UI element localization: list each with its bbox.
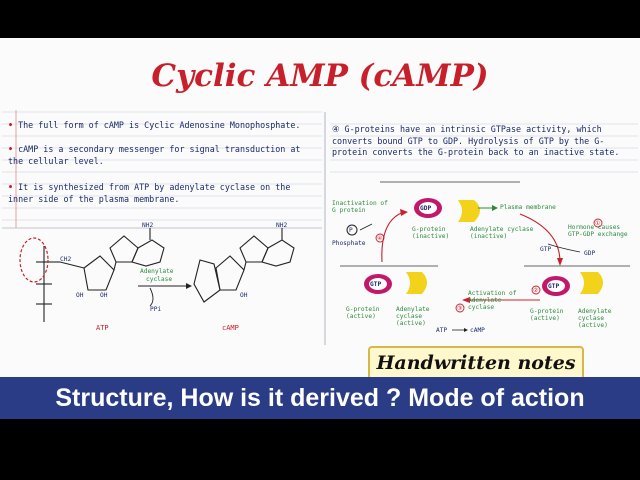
ch2-label: CH2 <box>60 256 72 263</box>
activation-label: Activation of Adenylate cyclase <box>468 290 517 311</box>
oh-label-1: OH <box>76 292 84 299</box>
gdp-out-label: GDP <box>584 250 596 257</box>
plasma-membrane-label: Plasma membrane <box>500 204 556 211</box>
gdp-label: GDP <box>420 205 432 212</box>
gtp-label-2: GTP <box>548 283 560 290</box>
note-2: • cAMP is a secondary messenger for sign… <box>8 144 301 166</box>
note-3: • It is synthesized from ATP by adenylat… <box>8 182 291 204</box>
nh2-camp-label: NH2 <box>276 222 288 229</box>
note-4: ④ G-proteins have an intrinsic GTPase ac… <box>332 124 620 157</box>
gprotein-active-label: G-protein (active) <box>346 306 380 320</box>
p-label: P <box>349 227 353 234</box>
handwritten-notes-badge: Handwritten notes <box>368 346 584 380</box>
nh2-atp-label: NH2 <box>142 222 154 229</box>
adenylate-label: Adenylate <box>140 268 174 275</box>
gtp-label-1: GTP <box>370 281 382 288</box>
inactivation-label: Inactivation of G protein <box>332 200 388 214</box>
camp-diagram-label: cAMP <box>470 327 485 334</box>
adenylate-cyclase-active-label: Adenylate cyclase (active) <box>396 306 430 327</box>
page-title: Cyclic AMP (cAMP) <box>151 58 489 94</box>
atp-diagram-label: ATP <box>436 327 448 334</box>
oh-label-2: OH <box>100 292 108 299</box>
step-4-number: ④ <box>377 235 383 242</box>
gprotein-active-label-2: G-protein (active) <box>530 308 564 322</box>
step-3-number: ③ <box>457 305 463 312</box>
subtitle-banner: Structure, How is it derived ? Mode of a… <box>0 377 640 419</box>
hormone-label: Hormone causes GTP-GDP exchange <box>568 224 628 238</box>
camp-label: cAMP <box>222 324 239 332</box>
step-1-number: ① <box>595 220 601 227</box>
cyclase-label: cyclase <box>146 276 173 283</box>
adenylate-cyclase-active-label-2: Adenylate cyclase (active) <box>578 308 612 329</box>
gprotein-inactive-label: G-protein (inactive) <box>412 226 450 240</box>
oh-label-3: OH <box>240 292 248 299</box>
phosphate-label: Phosphate <box>332 240 366 247</box>
gtp-in-label: GTP <box>540 246 552 253</box>
ppi-label: PPi <box>150 306 162 313</box>
adenylate-cyclase-inactive-label: Adenylate cyclase (inactive) <box>470 226 534 240</box>
note-1: • The full form of cAMP is Cyclic Adenos… <box>8 120 301 130</box>
atp-label: ATP <box>96 324 109 332</box>
step-2-number: ② <box>533 287 539 294</box>
